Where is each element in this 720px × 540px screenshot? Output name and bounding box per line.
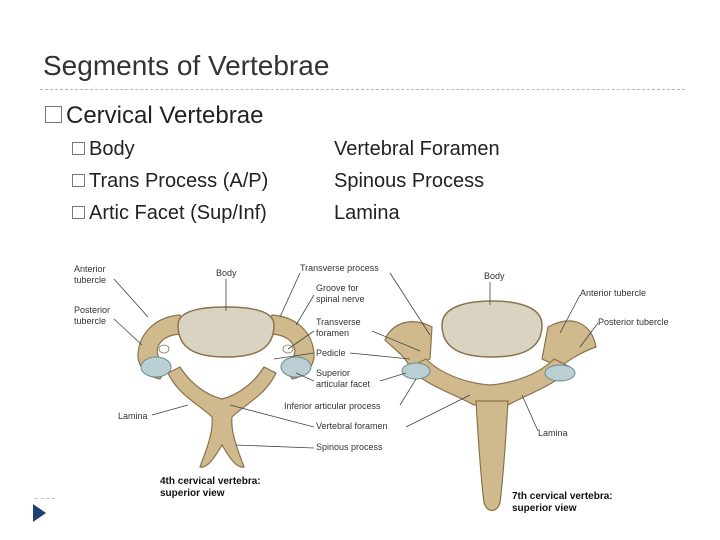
caption-7th-line1: 7th cervical vertebra: — [512, 491, 613, 502]
label-groove-line1: Groove for — [316, 283, 359, 293]
right-item-vertebral-foramen: Vertebral Foramen — [334, 138, 500, 160]
captions: 4th cervical vertebra: superior view 7th… — [160, 476, 613, 514]
center-labels: Transverse process Groove for spinal ner… — [229, 263, 471, 452]
label-transverse-foramen-line1: Transverse — [316, 317, 361, 327]
bullet-box-icon — [72, 173, 85, 187]
label-posterior-tubercle-line2: tubercle — [74, 316, 106, 326]
vertebra-7th-cervical — [384, 300, 597, 512]
bullet-box-icon — [72, 141, 85, 155]
label-transverse-foramen-line2: foramen — [316, 328, 349, 338]
bullet-cervical-vertebrae: Cervical Vertebrae — [45, 102, 263, 130]
bullet-text: Cervical Vertebrae — [66, 102, 264, 129]
label-pedicle: Pedicle — [316, 348, 346, 358]
label-spinous-process: Spinous process — [316, 442, 383, 452]
label-transverse-process: Transverse process — [300, 263, 379, 273]
right-labels: Body Anterior tubercle Posterior tubercl… — [484, 271, 669, 438]
caption-4th-line2: superior view — [160, 488, 225, 499]
vertebra-4th-cervical — [137, 306, 315, 468]
sub-bullet-text: Trans Process (A/P) — [89, 170, 269, 192]
bullet-box-icon — [45, 106, 62, 124]
label-posterior-tubercle-line1: Posterior — [74, 305, 110, 315]
label-lamina-right: Lamina — [538, 428, 568, 438]
nav-divider — [35, 498, 55, 499]
label-body-left: Body — [216, 268, 237, 278]
vertebrae-illustration: Anterior tubercle Posterior tubercle Bod… — [74, 263, 669, 514]
sub-bullet-text: Body — [89, 138, 135, 160]
left-labels: Anterior tubercle Posterior tubercle Bod… — [74, 264, 237, 421]
label-lamina-left: Lamina — [118, 411, 148, 421]
caption-7th-line2: superior view — [512, 503, 577, 514]
slide-title: Segments of Vertebrae — [43, 50, 330, 81]
label-superior-facet-line1: Superior — [316, 368, 350, 378]
sub-bullet-artic-facet: Artic Facet (Sup/Inf) — [72, 202, 267, 225]
label-posterior-tubercle-right: Posterior tubercle — [598, 317, 669, 327]
label-anterior-tubercle-right: Anterior tubercle — [580, 288, 646, 298]
label-anterior-tubercle-line2: tubercle — [74, 275, 106, 285]
caption-4th-line1: 4th cervical vertebra: — [160, 476, 261, 487]
sub-bullet-body: Body — [72, 138, 135, 161]
label-superior-facet-line2: articular facet — [316, 379, 371, 389]
sub-bullet-trans-process: Trans Process (A/P) — [72, 170, 268, 193]
bullet-box-icon — [72, 205, 85, 219]
right-item-lamina: Lamina — [334, 202, 400, 224]
label-body-right: Body — [484, 271, 505, 281]
label-groove-line2: spinal nerve — [316, 294, 365, 304]
title-divider — [40, 89, 685, 90]
label-inferior-articular-process: Inferior articular process — [284, 401, 381, 411]
right-item-spinous-process: Spinous Process — [334, 170, 485, 192]
label-vertebral-foramen: Vertebral foramen — [316, 421, 388, 431]
sub-bullet-text: Artic Facet (Sup/Inf) — [89, 202, 267, 224]
next-slide-arrow-icon[interactable] — [33, 504, 46, 522]
label-anterior-tubercle-line1: Anterior — [74, 264, 106, 274]
